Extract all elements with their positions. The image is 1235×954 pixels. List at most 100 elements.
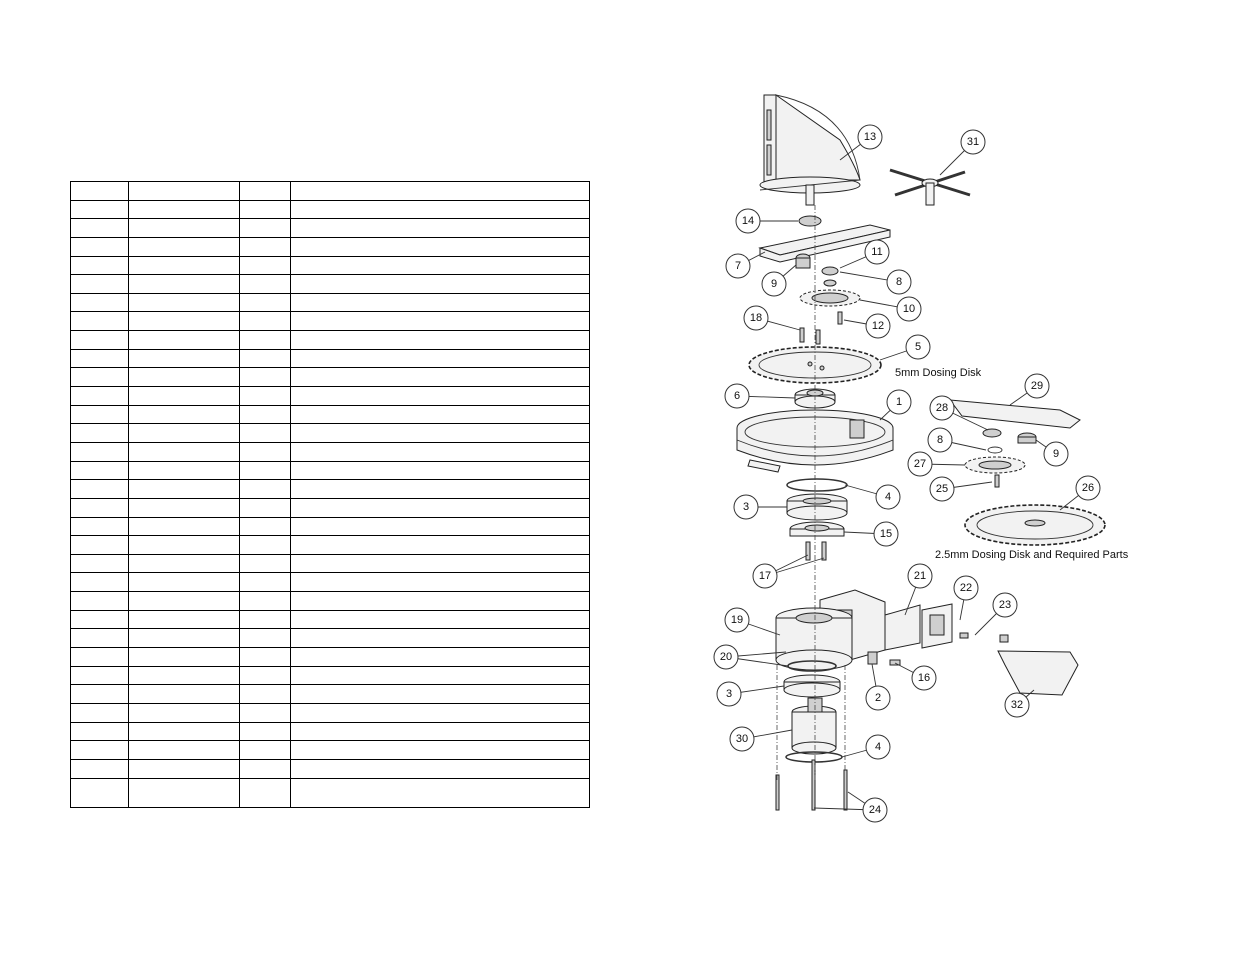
table-cell — [128, 404, 240, 425]
table-cell — [70, 721, 129, 742]
table-cell — [239, 647, 291, 667]
table-row — [70, 647, 590, 667]
table-row — [70, 740, 590, 760]
callout-29: 29 — [1024, 373, 1050, 399]
callout-number: 15 — [880, 528, 892, 540]
callout-16: 16 — [911, 665, 937, 691]
callout-19: 19 — [724, 607, 750, 633]
callout-number: 9 — [1053, 448, 1059, 460]
table-row — [70, 665, 590, 686]
table-cell — [70, 758, 129, 779]
callout-number: 25 — [936, 483, 948, 495]
callout-number: 20 — [720, 651, 732, 663]
table-cell — [290, 553, 590, 574]
table-row — [70, 497, 590, 518]
callout-8: 8 — [927, 427, 953, 453]
table-cell — [70, 665, 129, 686]
agitator-paddle — [759, 94, 861, 206]
table-row — [70, 721, 590, 742]
table-cell — [70, 274, 129, 294]
table-cell — [70, 218, 129, 238]
table-row — [70, 330, 590, 350]
table-cell — [70, 516, 129, 537]
callout-number: 26 — [1082, 482, 1094, 494]
table-cell — [239, 181, 291, 201]
table-cell — [239, 535, 291, 555]
table-cell — [290, 423, 590, 443]
callout-4: 4 — [875, 484, 901, 510]
table-cell — [70, 684, 129, 704]
callout-number: 11 — [871, 246, 882, 258]
table-cell — [128, 236, 240, 257]
table-cell — [239, 311, 291, 332]
callout-28: 28 — [929, 395, 955, 421]
callout-22: 22 — [953, 575, 979, 601]
table-cell — [290, 572, 590, 593]
callout-number: 24 — [869, 804, 881, 816]
table-cell — [290, 367, 590, 388]
table-cell — [70, 591, 129, 611]
callout-8: 8 — [886, 269, 912, 295]
table-cell — [128, 348, 240, 369]
table-row — [70, 255, 590, 276]
table-cell — [290, 535, 590, 555]
parts-list-table — [70, 181, 590, 808]
table-cell — [128, 497, 240, 518]
table-row — [70, 572, 590, 593]
table-cell — [70, 609, 129, 630]
table-cell — [70, 255, 129, 276]
callout-number: 21 — [914, 570, 926, 582]
table-row — [70, 404, 590, 425]
table-cell — [239, 236, 291, 257]
table-cell — [128, 255, 240, 276]
table-cell — [128, 460, 240, 481]
dosing-disk-2-5mm-assembly — [948, 399, 1106, 546]
callout-20: 20 — [713, 644, 739, 670]
motor-housing-cylinder — [775, 607, 853, 671]
table-cell — [239, 218, 291, 238]
table-cell — [70, 199, 129, 220]
table-cell — [239, 758, 291, 779]
table-cell — [239, 740, 291, 760]
table-row — [70, 553, 590, 574]
table-cell — [290, 758, 590, 779]
callout-21: 21 — [907, 563, 933, 589]
table-row — [70, 311, 590, 332]
callout-11: 11 — [864, 239, 890, 265]
table-row — [70, 218, 590, 238]
table-cell — [239, 777, 291, 808]
callout-number: 32 — [1011, 699, 1023, 711]
table-row — [70, 702, 590, 723]
table-cell — [290, 497, 590, 518]
table-row — [70, 684, 590, 704]
table-row — [70, 367, 590, 388]
table-cell — [290, 647, 590, 667]
table-cell — [239, 479, 291, 499]
table-cell — [128, 572, 240, 593]
table-cell — [70, 386, 129, 406]
table-cell — [290, 777, 590, 808]
table-cell — [290, 255, 590, 276]
table-cell — [70, 479, 129, 499]
table-cell — [239, 609, 291, 630]
table-cell — [128, 702, 240, 723]
callout-number: 8 — [896, 276, 902, 288]
table-cell — [70, 572, 129, 593]
table-cell — [128, 628, 240, 649]
table-cell — [70, 777, 129, 808]
table-cell — [239, 516, 291, 537]
callout-26: 26 — [1075, 475, 1101, 501]
callout-3: 3 — [733, 494, 759, 520]
table-cell — [290, 218, 590, 238]
callout-number: 28 — [936, 402, 948, 414]
table-cell — [128, 181, 240, 201]
table-cell — [128, 535, 240, 555]
table-row — [70, 628, 590, 649]
ring-part — [798, 215, 822, 227]
table-row — [70, 535, 590, 555]
table-cell — [239, 441, 291, 462]
table-cell — [128, 740, 240, 760]
stirrer-spider — [889, 168, 971, 206]
callout-number: 12 — [872, 320, 884, 332]
table-row — [70, 386, 590, 406]
